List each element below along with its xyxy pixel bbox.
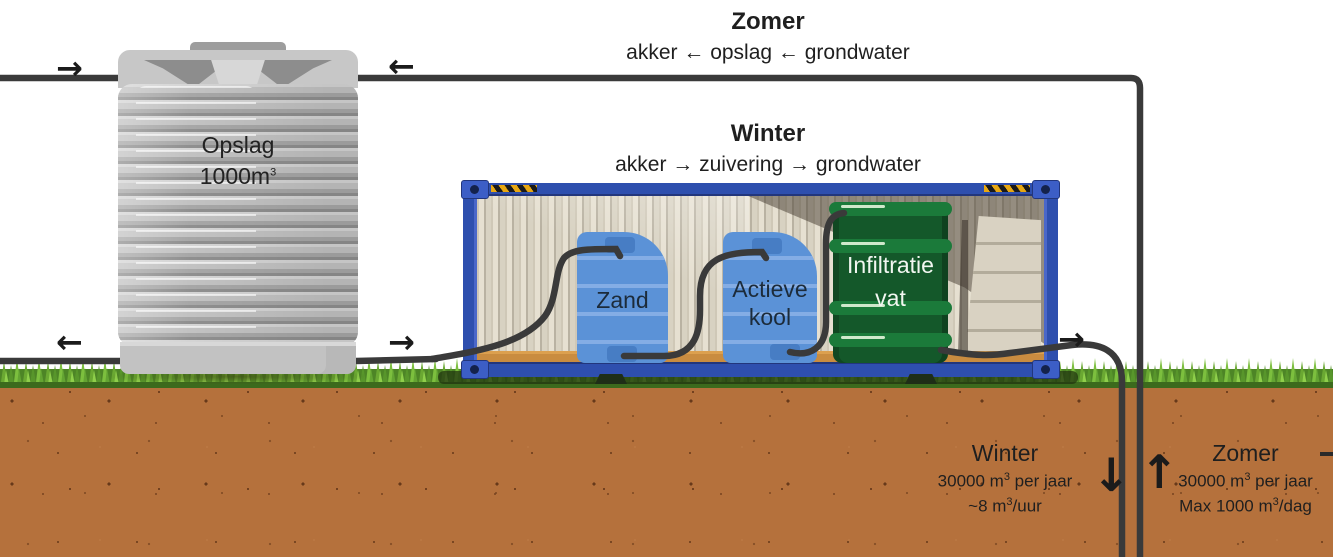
vat-band	[829, 301, 952, 315]
storage-tank-label: Opslag 1000m3	[199, 132, 277, 190]
vat-band-highlight	[841, 205, 885, 208]
summer-ground-label: Zomer 30000 m3 per jaar Max 1000 m3/dag	[1143, 440, 1333, 516]
summer-ground-title: Zomer	[1212, 440, 1279, 466]
container-door-shadow	[958, 220, 968, 354]
summer-title: Zomer	[731, 8, 805, 35]
soil-layer	[0, 383, 1333, 557]
pipe-port	[752, 238, 782, 254]
flow-arrow-extraction-up: ↑	[1140, 445, 1179, 499]
container-foot	[905, 374, 937, 384]
pipe-port	[607, 346, 637, 362]
winter-header: Winter akker → zuivering → grondwater	[518, 120, 1018, 177]
container-right-post	[1044, 183, 1058, 377]
twistlock-hole	[470, 365, 479, 374]
sand-filter-label: Zand	[596, 287, 649, 313]
flow-arrow-container-out: →	[1058, 320, 1085, 358]
summer-flow-rate: 30000 m3 per jaar	[1178, 471, 1313, 491]
corner-casting	[1032, 360, 1060, 379]
winter-ground-title: Winter	[971, 440, 1039, 466]
flow-arrow-bottom-right: →	[388, 323, 415, 361]
active-carbon-label: Actieve kool	[732, 276, 808, 330]
vat-band-highlight	[841, 304, 885, 307]
winter-hourly-rate: ~8 m3/uur	[968, 495, 1042, 516]
vat-band	[829, 202, 952, 216]
infiltration-vat: Infiltratie vat	[829, 202, 952, 363]
vat-band	[829, 239, 952, 253]
summer-daily-rate: Max 1000 m3/dag	[1179, 495, 1312, 516]
clipped-arrow-fragment	[1320, 452, 1333, 456]
winter-route: akker → zuivering → grondwater	[615, 153, 921, 176]
summer-header: Zomer akker ← opslag ← grondwater	[518, 8, 1018, 65]
hazard-stripe-right	[984, 185, 1030, 192]
vat-band	[829, 333, 952, 347]
container-bottom-rail	[463, 362, 1058, 377]
container-left-post	[463, 183, 477, 377]
container-foot	[595, 374, 627, 384]
corner-casting	[461, 360, 489, 379]
tank-cap	[118, 50, 358, 88]
container-top-rail	[463, 183, 1058, 196]
tank-base	[120, 342, 356, 374]
winter-flow-rate: 30000 m3 per jaar	[937, 471, 1073, 491]
twistlock-hole	[470, 185, 479, 194]
flow-arrow-top-left: →	[56, 49, 83, 87]
twistlock-hole	[1041, 185, 1050, 194]
container-open-door	[965, 216, 1041, 354]
infiltration-vat-label: Infiltratie vat	[847, 252, 934, 312]
tank-ribbed-body	[118, 84, 358, 348]
vat-band-highlight	[841, 336, 885, 339]
hazard-stripe-left	[491, 185, 537, 192]
flow-arrow-bottom-left: ←	[56, 323, 83, 361]
flow-arrow-infiltration-down: ↓	[1092, 448, 1131, 502]
pipe-port	[770, 344, 800, 360]
tank-cap-highlight	[211, 60, 265, 88]
winter-title: Winter	[730, 120, 806, 147]
twistlock-hole	[1041, 365, 1050, 374]
flow-arrow-top-right: ←	[388, 47, 415, 85]
pipe-port	[605, 237, 635, 253]
corner-casting	[461, 180, 489, 199]
summer-route: akker ← opslag ← grondwater	[626, 41, 910, 64]
storage-tank: Opslag 1000m3	[118, 42, 358, 374]
vat-band-highlight	[841, 242, 885, 245]
corner-casting	[1032, 180, 1060, 199]
tank-rib-highlights	[136, 86, 256, 348]
winter-ground-label: Winter 30000 m3 per jaar ~8 m3/uur	[880, 440, 1130, 516]
